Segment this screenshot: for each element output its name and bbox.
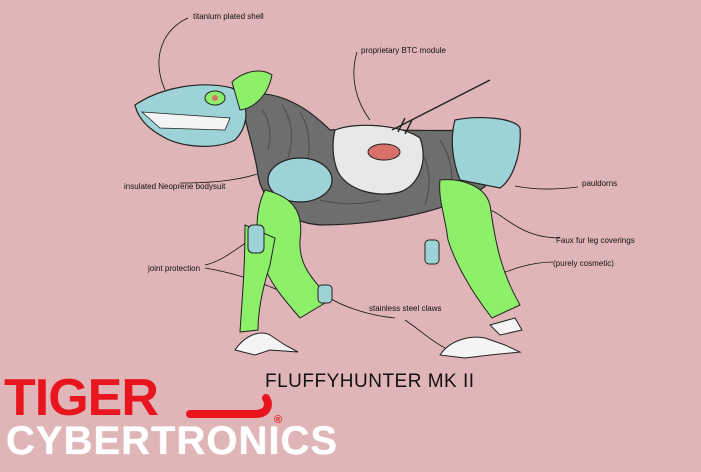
rear-pauldron	[451, 117, 521, 189]
front-leg-fur-inner	[239, 224, 276, 333]
joint-protector-rear	[424, 239, 440, 265]
label-shell: titanium plated shell	[193, 12, 264, 21]
label-cosmetic: (purely cosmetic)	[553, 259, 614, 268]
label-joint-protection: joint protection	[148, 264, 201, 273]
logo-swoosh	[186, 394, 272, 418]
joint-protector-front-lower	[317, 284, 333, 304]
joint-protector-front	[247, 224, 265, 254]
leader-btc	[353, 51, 371, 121]
eye-pupil	[212, 95, 218, 101]
leader-claws-2	[404, 319, 446, 349]
btc-emblem	[367, 143, 401, 161]
label-fur: Faux fur leg coverings	[556, 236, 635, 245]
label-neoprene: insulated Neoprene bodysuit	[124, 182, 226, 191]
claws	[234, 317, 523, 359]
leader-joint-1	[204, 239, 251, 266]
leader-shell	[158, 17, 189, 91]
logo-registered-mark: ®	[274, 414, 283, 426]
logo-cybertronics: CYBERTRONICS	[6, 419, 339, 463]
leader-fur-1	[489, 209, 561, 239]
logo-tiger: TIGER	[4, 369, 159, 427]
leader-joint-2	[204, 267, 279, 291]
label-btc-module: proprietary BTC module	[361, 46, 446, 55]
diagram-title: FLUFFYHUNTER MK II	[265, 371, 475, 392]
ear	[231, 70, 273, 111]
leader-lines	[158, 17, 579, 349]
rear-leg-fur	[439, 179, 521, 319]
label-pauldrons: pauldorns	[582, 179, 618, 188]
btc-antennae	[391, 79, 491, 135]
teeth	[140, 111, 231, 131]
front-pauldron	[267, 157, 333, 203]
leader-pauldrons	[514, 185, 579, 190]
label-claws: stainless steel claws	[369, 304, 442, 313]
